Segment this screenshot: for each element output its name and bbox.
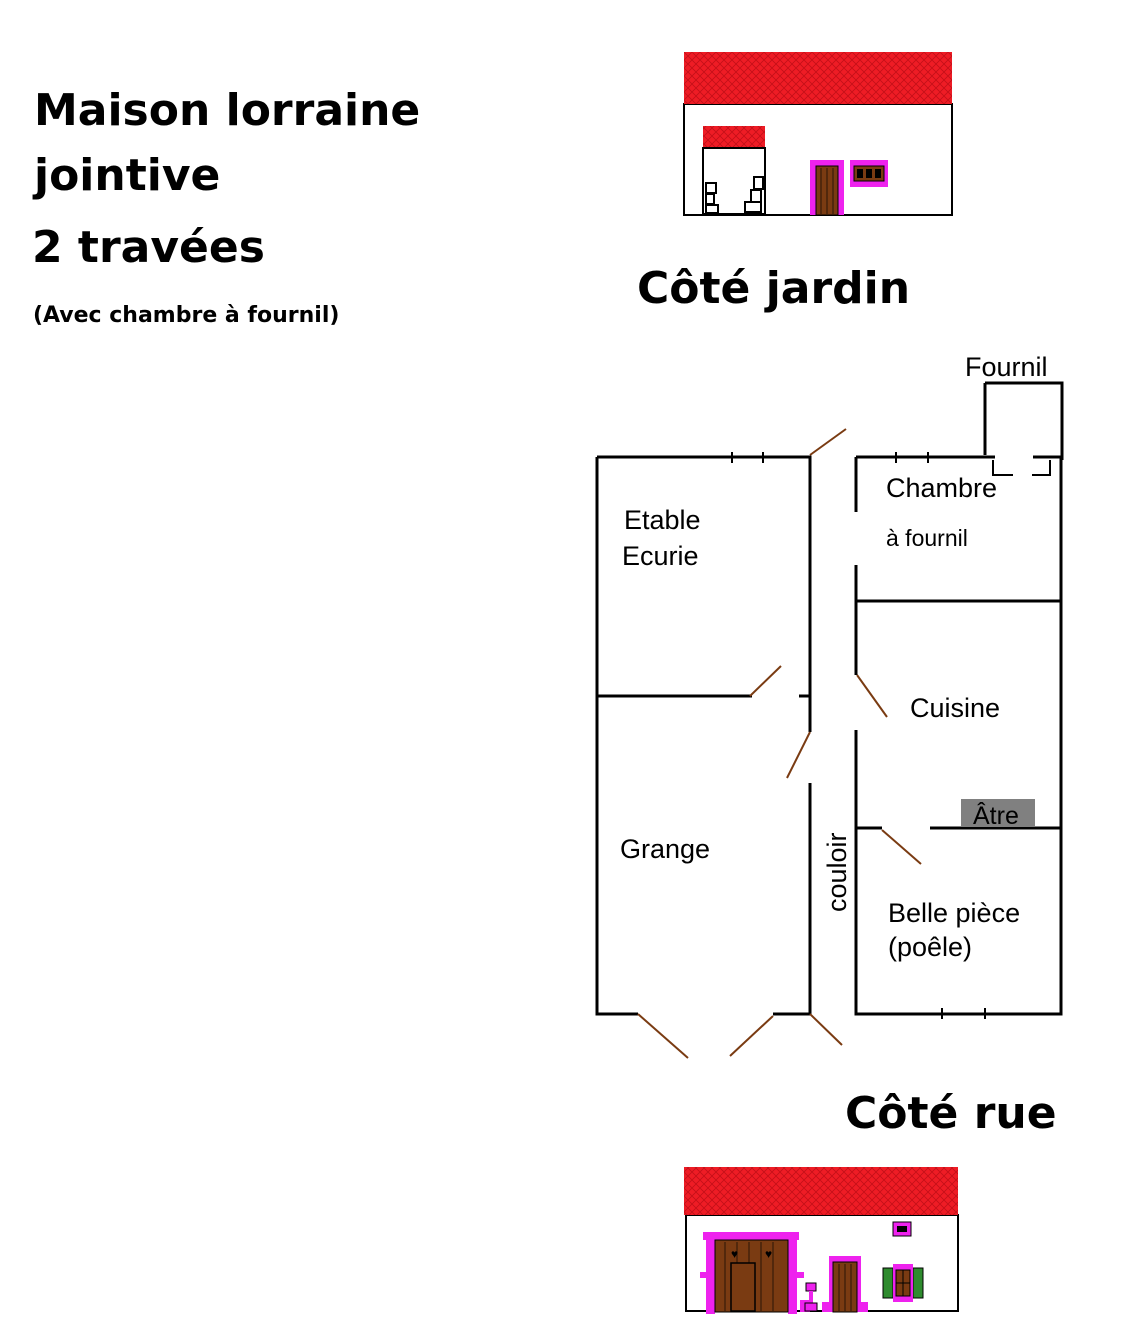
door-swing-couloir-grange [786, 731, 811, 779]
garden-facade-illustration [683, 52, 953, 216]
label-couloir: couloir [822, 832, 852, 912]
label-belle-piece: Belle pièce [888, 898, 1020, 928]
svg-text:♥: ♥ [765, 1247, 772, 1261]
label-grange: Grange [620, 834, 710, 864]
label-chambre: Chambre [886, 473, 997, 503]
label-poele: (poêle) [888, 932, 972, 962]
label-ecurie: Ecurie [622, 541, 699, 571]
street-side-label: Côté rue [845, 1088, 1057, 1139]
label-cuisine: Cuisine [910, 693, 1000, 723]
label-fournil: Fournil [965, 352, 1048, 382]
title-line-1: Maison lorraine [34, 85, 420, 136]
label-a-fournil: à fournil [886, 525, 968, 551]
door-swing-etable-grange [749, 665, 782, 697]
subtitle: (Avec chambre à fournil) [33, 303, 339, 328]
door-swing-couloir-bottom [809, 1013, 843, 1046]
label-atre: Âtre [973, 801, 1019, 830]
door-swing-grange-left [637, 1013, 689, 1059]
svg-text:♥: ♥ [731, 1247, 738, 1261]
title-line-2: jointive [32, 150, 220, 201]
door-swing-belle-piece [881, 829, 922, 865]
hearth-block [961, 799, 1035, 827]
street-facade-illustration: ♥ ♥ [684, 1167, 959, 1314]
title-line-3: 2 travées [32, 222, 265, 273]
door-swing-cuisine [856, 674, 888, 718]
door-swing-grange-right [729, 1015, 774, 1057]
label-etable: Etable [624, 505, 701, 535]
floor-plan [595, 381, 1064, 1059]
door-swing-couloir-top [809, 428, 847, 456]
garden-side-label: Côté jardin [637, 263, 910, 314]
